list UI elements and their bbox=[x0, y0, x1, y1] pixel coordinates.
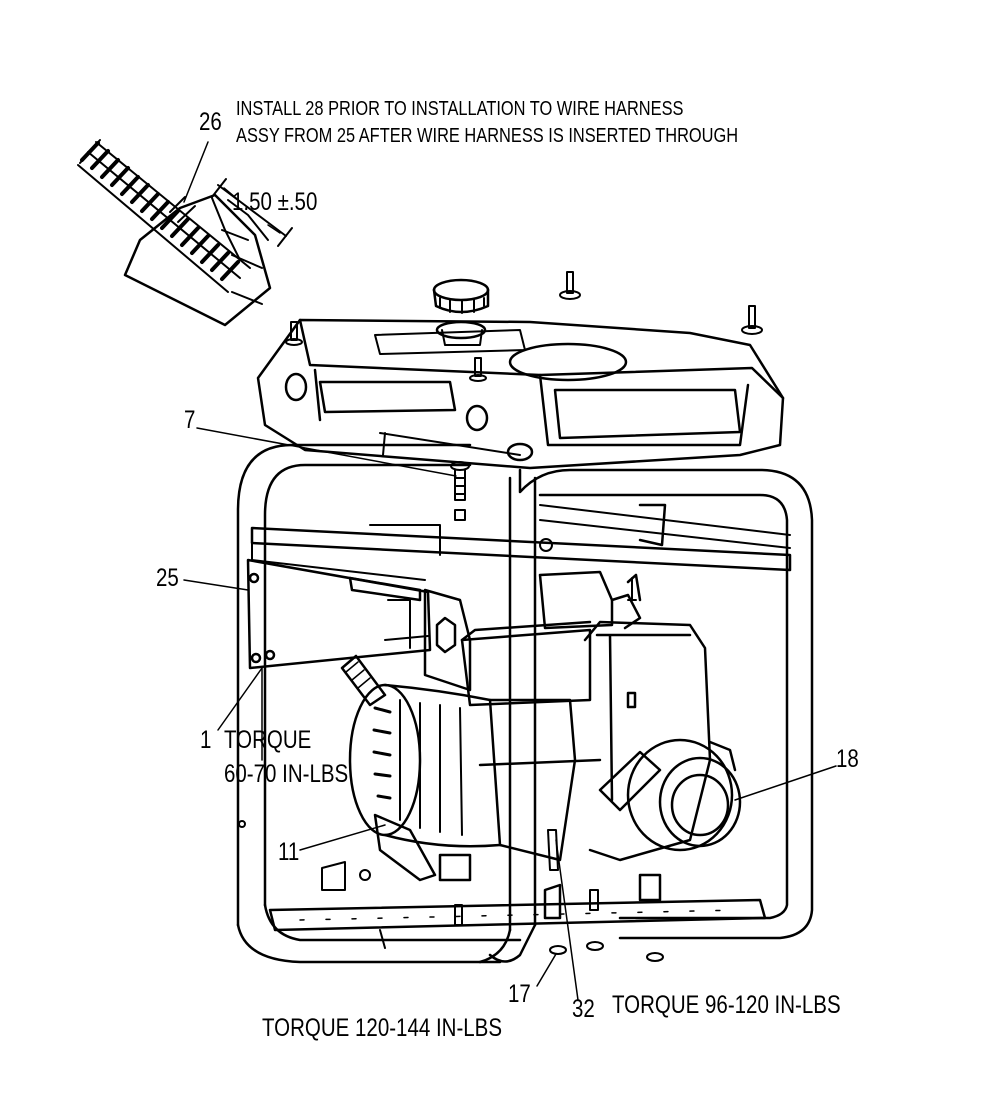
leader-1 bbox=[217, 667, 263, 731]
leader-17 bbox=[536, 953, 557, 987]
callout-17: 17 bbox=[508, 980, 531, 1008]
fuel-tank bbox=[256, 278, 785, 470]
callout-18: 18 bbox=[836, 745, 859, 773]
callout-25: 25 bbox=[156, 564, 179, 592]
leader-7 bbox=[196, 427, 457, 477]
torque-value-1: 60-70 IN-LBS bbox=[224, 760, 349, 788]
torque-label-32: TORQUE 96-120 IN-LBS bbox=[612, 991, 841, 1019]
control-panel bbox=[246, 558, 432, 670]
tank-mounting-bolts bbox=[285, 271, 763, 521]
frame bbox=[236, 443, 814, 964]
grommet-detail bbox=[77, 139, 293, 327]
engine bbox=[238, 538, 742, 962]
leader-25 bbox=[183, 579, 249, 591]
torque-label-1: TORQUE bbox=[224, 726, 312, 754]
torque-label-17: TORQUE 120-144 IN-LBS bbox=[262, 1014, 503, 1042]
callout-32: 32 bbox=[572, 995, 595, 1023]
install-note-line-1: INSTALL 28 PRIOR TO INSTALLATION TO WIRE… bbox=[236, 98, 684, 120]
callout-26: 26 bbox=[199, 108, 222, 136]
callout-1: 1 bbox=[200, 726, 212, 754]
callout-7: 7 bbox=[184, 406, 196, 434]
leader-32 bbox=[555, 839, 579, 1001]
leader-18 bbox=[734, 765, 837, 801]
install-note-line-2: ASSY FROM 25 AFTER WIRE HARNESS IS INSER… bbox=[236, 125, 739, 147]
wire-harness-conduit bbox=[77, 139, 251, 293]
dimension-label: 1.50 ±.50 bbox=[232, 188, 318, 216]
leader-11 bbox=[299, 824, 386, 851]
leader-lines bbox=[183, 427, 837, 1001]
callout-11: 11 bbox=[278, 838, 300, 866]
